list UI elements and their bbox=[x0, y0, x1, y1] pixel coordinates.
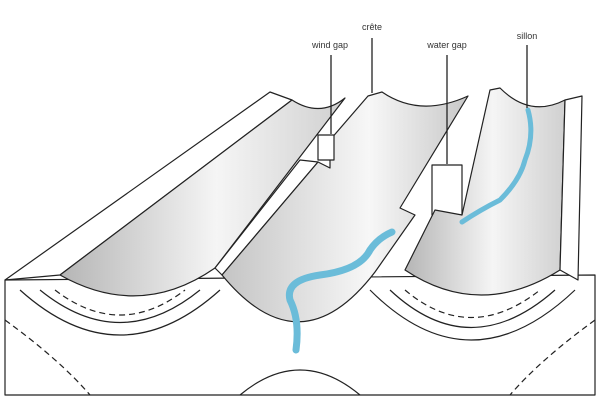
right-strata-arc bbox=[369, 289, 576, 341]
wind-gap-block bbox=[317, 134, 335, 161]
river-right bbox=[459, 107, 534, 225]
label-water-gap: water gap bbox=[427, 40, 467, 50]
synclinal-fold bbox=[239, 369, 361, 396]
label-sillon: sillon bbox=[516, 31, 538, 41]
right-ridge bbox=[559, 95, 583, 281]
water-gap-block bbox=[431, 164, 463, 216]
left-strata-arc bbox=[19, 289, 221, 336]
river-middle bbox=[285, 228, 396, 354]
label-crete: crête bbox=[361, 22, 383, 32]
left-valley bbox=[59, 97, 346, 297]
label-wind-gap: wind gap bbox=[311, 40, 349, 50]
middle-valley bbox=[221, 91, 469, 323]
